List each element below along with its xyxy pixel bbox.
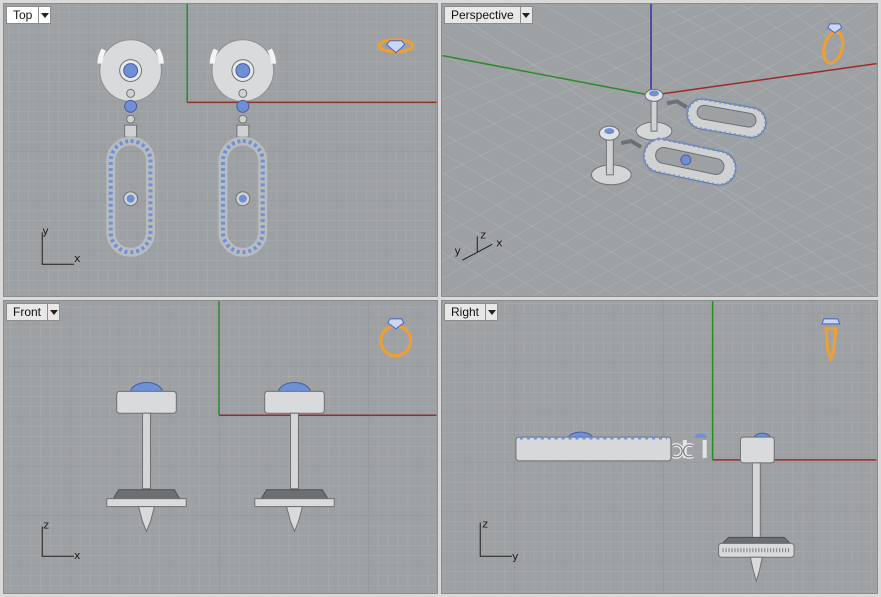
svg-text:y: y <box>454 244 461 257</box>
tab-top-view[interactable]: Top <box>6 6 52 24</box>
ring-view-indicator-icon <box>377 38 415 54</box>
axis-gizmo: z y x <box>454 228 503 261</box>
chevron-down-icon[interactable] <box>38 7 50 23</box>
ring-view-indicator-icon <box>821 318 841 363</box>
top-view-scene: y x <box>4 4 437 296</box>
front-view-scene: z x <box>4 301 437 593</box>
right-view-scene: z y <box>442 301 877 593</box>
axis-gizmo: z x <box>41 518 81 562</box>
chevron-down-icon[interactable] <box>47 304 59 320</box>
tab-right-view[interactable]: Right <box>444 303 499 321</box>
svg-text:y: y <box>512 550 519 563</box>
earring-front-left <box>106 381 187 533</box>
x-axis-line <box>650 62 877 97</box>
earring-left <box>97 39 164 257</box>
svg-text:z: z <box>480 228 486 241</box>
svg-text:x: x <box>74 252 81 265</box>
chevron-down-icon[interactable] <box>519 7 532 23</box>
viewport-title: Front <box>13 305 42 319</box>
viewport-perspective[interactable]: z y x Perspective <box>441 3 878 297</box>
svg-text:x: x <box>496 236 503 249</box>
svg-text:z: z <box>43 518 49 531</box>
viewport-right[interactable]: z y Right <box>441 300 878 594</box>
viewport-title: Right <box>451 305 480 319</box>
svg-text:y: y <box>42 224 49 237</box>
ring-view-indicator-icon <box>822 23 845 65</box>
ring-view-indicator-icon <box>379 318 413 358</box>
tab-front-view[interactable]: Front <box>6 303 61 321</box>
viewport-top[interactable]: y x Top <box>3 3 438 297</box>
svg-text:z: z <box>482 517 488 530</box>
y-axis-line <box>442 54 652 97</box>
chevron-down-icon[interactable] <box>485 304 497 320</box>
earring-right <box>209 39 277 257</box>
tab-perspective-view[interactable]: Perspective <box>444 6 533 24</box>
svg-text:x: x <box>74 549 81 562</box>
axis-gizmo: y x <box>41 224 81 265</box>
earring-back <box>635 88 768 141</box>
viewport-title: Top <box>13 8 33 22</box>
viewport-front[interactable]: z x Front <box>3 300 438 594</box>
earring-side <box>515 431 795 583</box>
earring-front <box>590 125 738 187</box>
axis-gizmo: z y <box>479 517 519 563</box>
earring-front-right <box>254 381 335 533</box>
perspective-view-scene: z y x <box>442 4 877 296</box>
viewport-title: Perspective <box>451 8 514 22</box>
